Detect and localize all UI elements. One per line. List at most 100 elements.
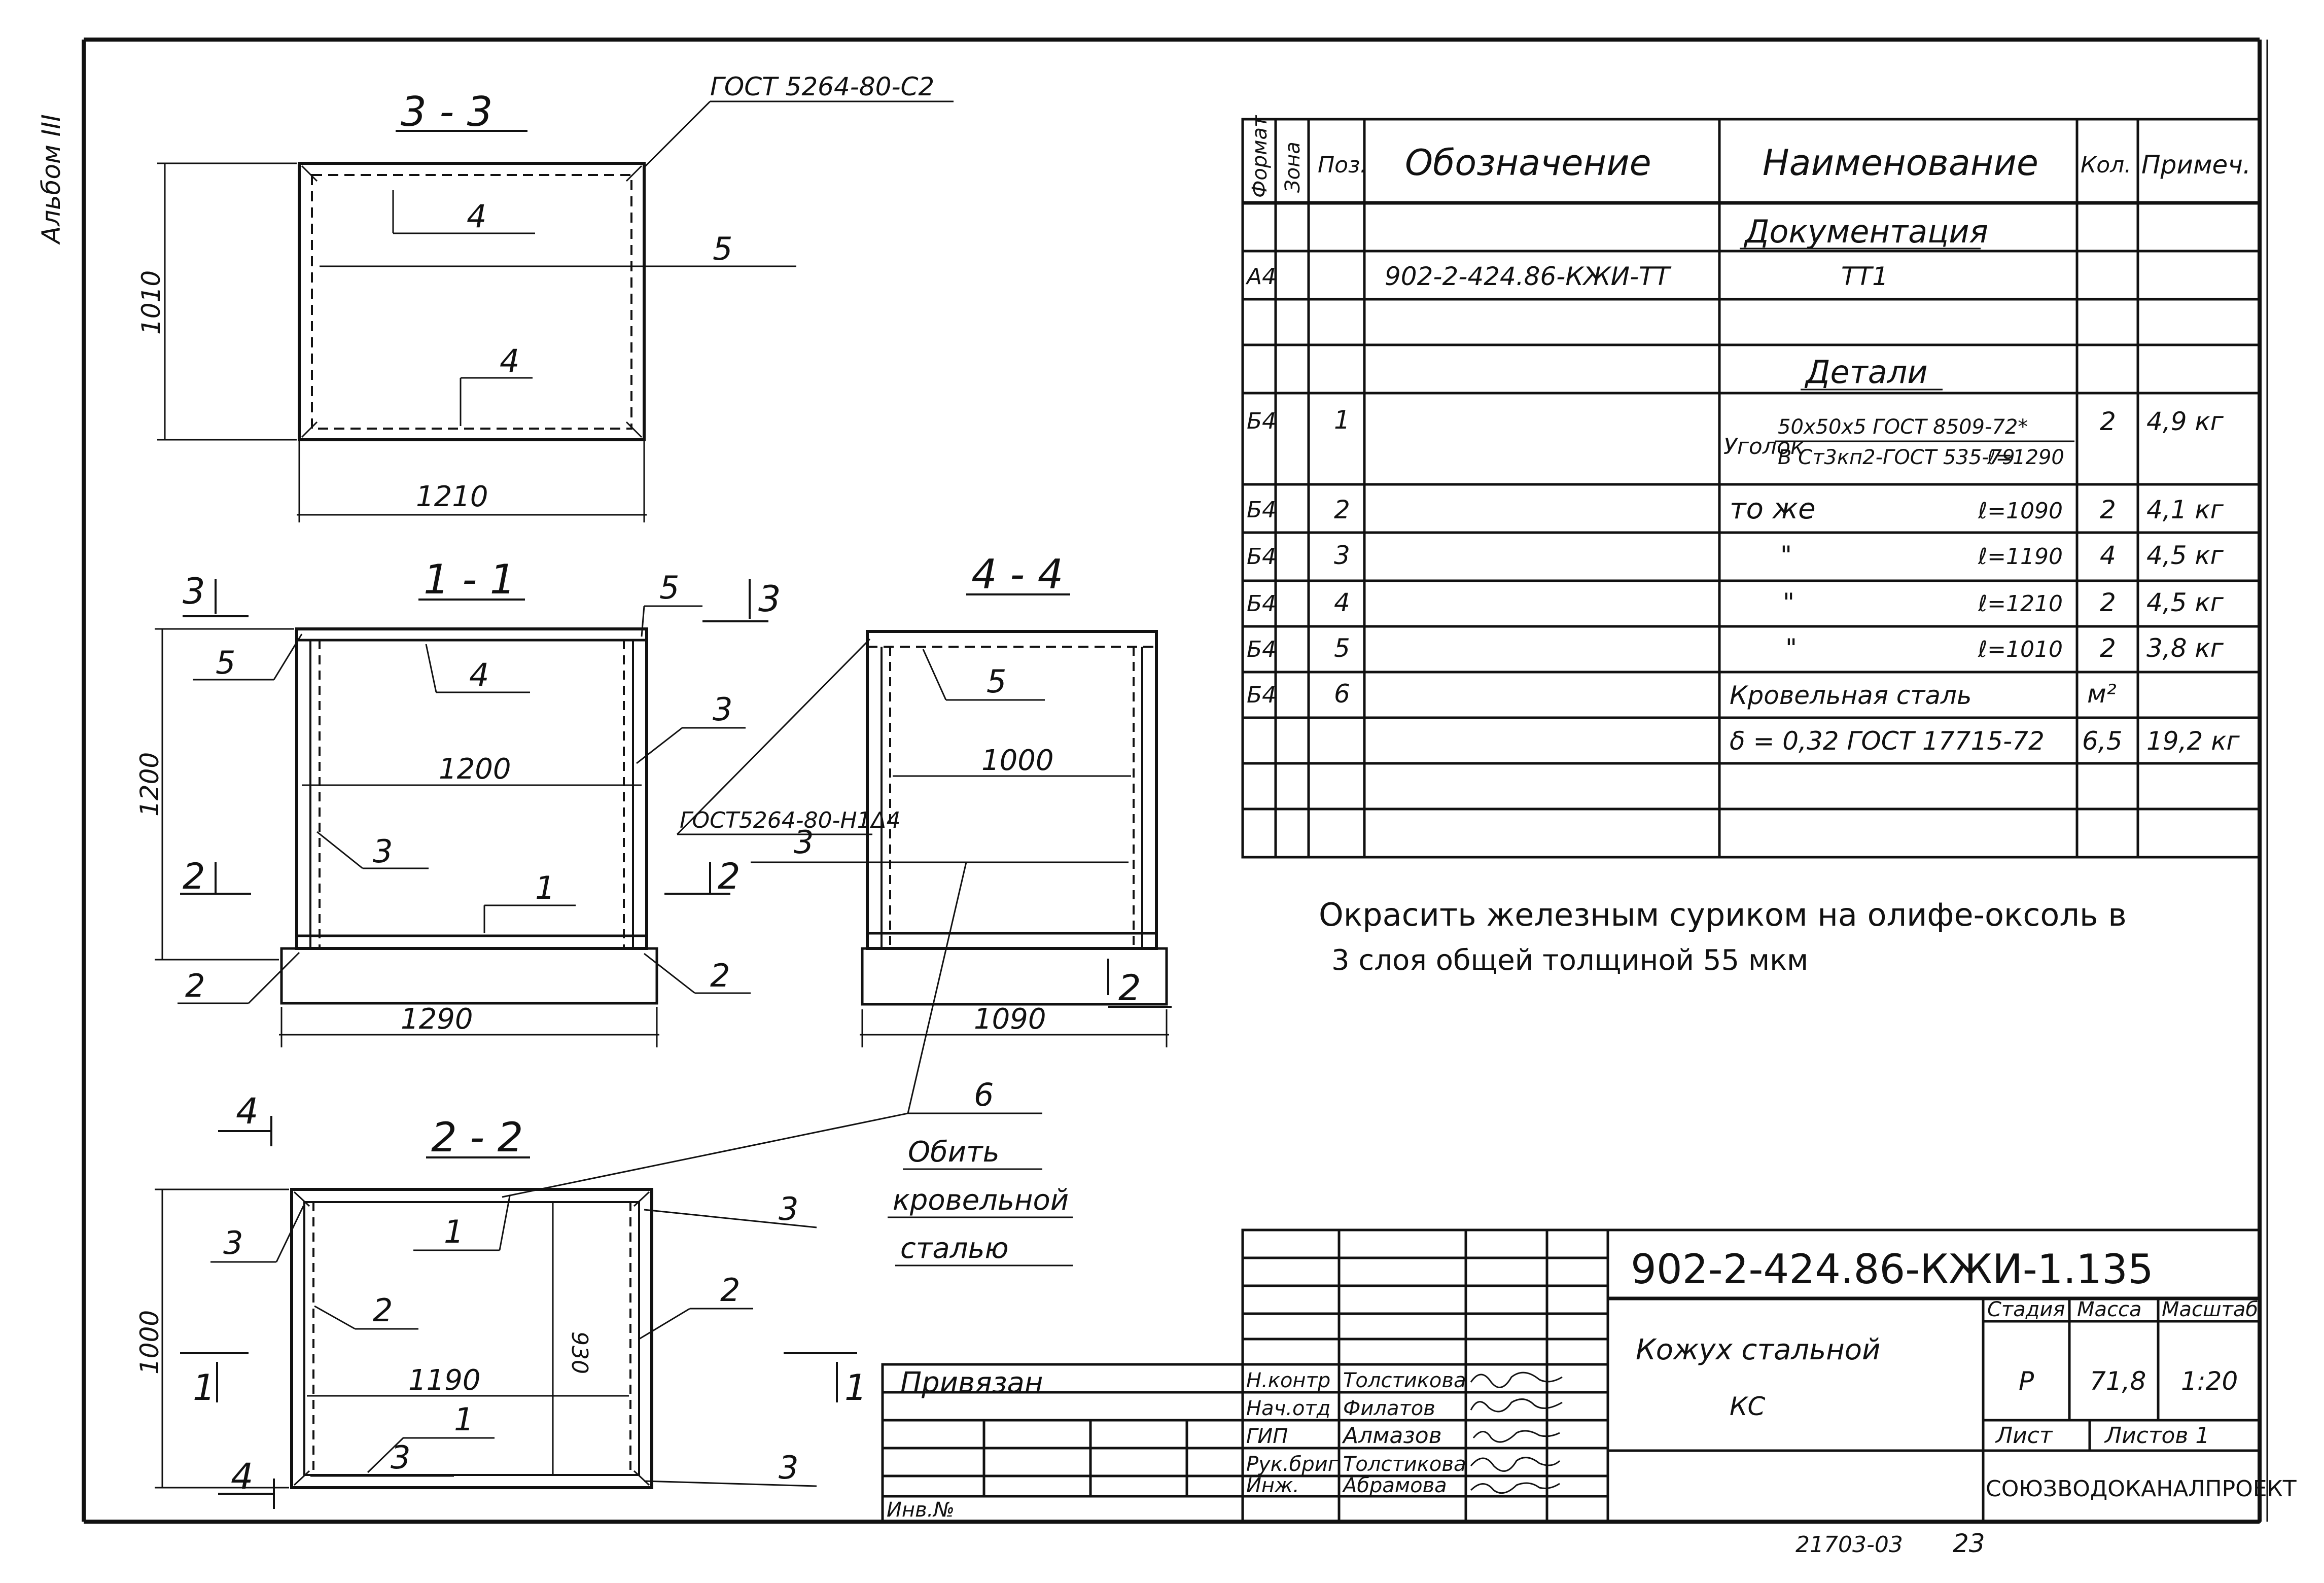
section-2-2-pos-3-right-bottom: 3 (779, 1449, 798, 1486)
section-1-1-pos-4: 4 (469, 656, 489, 693)
signer-4-name: Толстикова (1343, 1453, 1466, 1476)
spec-row-1-name-top: 50х50х5 ГОСТ 8509-72* (1778, 415, 2028, 439)
section-1-1-cut-3-left: 3 (183, 571, 205, 612)
section-2-2-title: 2 - 2 (431, 1114, 523, 1161)
spec-row-2-length: ℓ=1090 (1978, 498, 2063, 524)
section-1-1: 1 - 1 3 3 2 2 5 5 4 3 3 (135, 556, 781, 1047)
section-2-2: 2 - 2 4 4 1 1 3 1 3 2 2 (135, 1090, 867, 1509)
section-3-3-dim-height: 1010 (136, 270, 166, 335)
spec-doc-format: А4 (1245, 264, 1276, 290)
section-4-4-pos-3: 3 (794, 824, 814, 861)
section-2-2-cut-1-right: 1 (844, 1367, 867, 1409)
spec-table (1241, 118, 2261, 859)
section-2-2-dim-inner: 1190 (408, 1364, 481, 1397)
spec-doc-designation: 902-2-424.86-КЖИ-ТТ (1385, 262, 1672, 291)
frame-4-4-body (866, 630, 1158, 950)
title-block-title-line-2: КС (1730, 1392, 1765, 1421)
spec-row-6-format: Б4 (1247, 682, 1276, 708)
spec-row-5-length: ℓ=1010 (1978, 637, 2063, 662)
section-2-2-pos-3-right-top: 3 (779, 1190, 798, 1227)
section-1-1-pos-3-right: 3 (713, 691, 732, 728)
note-6-line-2: кровельной (893, 1184, 1069, 1217)
section-2-2-dim-height: 1000 (135, 1310, 164, 1375)
section-2-2-dim-inner-height: 930 (567, 1331, 592, 1374)
spec-row-1-name: Уголок (1723, 434, 1804, 460)
spec-row-5-pos: 5 (1334, 634, 1350, 663)
section-4-4: 4 - 4 5 1000 ГОСТ5264-80-Н1Δ4 3 2 1090 (676, 551, 1172, 1047)
section-3-3-gost-label: ГОСТ 5264-80-С2 (710, 72, 934, 101)
spec-row-6-name-2: δ = 0,32 ГОСТ 17715-72 (1730, 726, 2045, 756)
section-4-4-title: 4 - 4 (971, 551, 1064, 598)
spec-row-3-length: ℓ=1190 (1978, 544, 2063, 570)
spec-row-5-qty: 2 (2100, 634, 2116, 663)
section-2-2-pos-3-bottom: 3 (391, 1439, 410, 1476)
spec-row-2-pos: 2 (1334, 495, 1350, 524)
title-block-title-line-1: Кожух стальной (1636, 1333, 1880, 1366)
section-2-2-cut-4-bottom: 4 (231, 1456, 254, 1497)
spec-row-3-note: 4,5 кг (2146, 541, 2224, 570)
spec-row-3-pos: 3 (1334, 541, 1350, 570)
section-1-1-dim-base: 1290 (401, 1003, 473, 1036)
spec-row-1-pos: 1 (1334, 405, 1350, 435)
spec-row-5-name: " (1785, 634, 1797, 663)
spec-header-note: Примеч. (2141, 150, 2251, 180)
spec-row-4-name: " (1783, 588, 1794, 617)
title-block-scale-header: Масштаб (2162, 1298, 2258, 1321)
section-3-3-pos-5: 5 (713, 230, 732, 267)
spec-row-1-format: Б4 (1247, 408, 1276, 434)
signatures (1470, 1371, 1563, 1494)
section-1-1-pos-2-left: 2 (185, 967, 205, 1004)
section-2-2-pos-3-left: 3 (223, 1224, 243, 1261)
section-2-2-pos-2-right: 2 (720, 1272, 740, 1309)
signer-5-role: Инж. (1246, 1474, 1299, 1497)
footer-number: 21703-03 (1795, 1532, 1903, 1558)
spec-row-6-qty: 6,5 (2082, 726, 2123, 756)
section-1-1-title: 1 - 1 (424, 556, 516, 603)
spec-group-details: Детали (1804, 354, 1928, 391)
title-block-mass: 71,8 (2090, 1366, 2146, 1396)
section-3-3-pos-4-top: 4 (467, 198, 486, 235)
spec-header-qty: Кол. (2081, 152, 2131, 178)
spec-row-6-name: Кровельная сталь (1730, 681, 1971, 710)
section-2-2-cut-1-left: 1 (193, 1367, 216, 1409)
spec-row-2-qty: 2 (2100, 495, 2116, 524)
section-1-1-dim-inner: 1200 (439, 753, 511, 786)
section-4-4-dim-base: 1090 (974, 1003, 1046, 1036)
spec-header-zone: Зона (1281, 142, 1305, 193)
section-4-4-gost-label: ГОСТ5264-80-Н1Δ4 (680, 807, 901, 833)
note-6-line-3: сталью (900, 1232, 1009, 1265)
spec-row-6-note: 19,2 кг (2146, 726, 2240, 756)
section-1-1-pos-1: 1 (535, 869, 555, 906)
spec-row-1-note: 4,9 кг (2146, 407, 2224, 436)
spec-header-pos: Поз. (1318, 152, 1367, 178)
section-4-4-pos-5: 5 (987, 663, 1006, 700)
section-2-2-pos-1-bottom: 1 (454, 1401, 474, 1438)
title-block-sheets-header: Листов 1 (2104, 1423, 2209, 1449)
title-block-code: 902-2-424.86-КЖИ-1.135 (1631, 1246, 2154, 1293)
frame-1-1-base (280, 947, 658, 1005)
section-2-2-pos-2-left: 2 (373, 1292, 393, 1329)
signer-3-role: ГИП (1246, 1425, 1288, 1448)
frame-3-3-inner (311, 174, 632, 430)
title-block-mass-header: Масса (2077, 1298, 2142, 1321)
spec-row-6-pos: 6 (1334, 679, 1350, 709)
spec-row-2-note: 4,1 кг (2146, 495, 2224, 524)
title-block-stage-header: Стадия (1987, 1298, 2065, 1321)
signer-1-name: Толстикова (1343, 1369, 1466, 1392)
section-3-3-dim-width: 1210 (416, 480, 488, 513)
signer-2-name: Филатов (1343, 1397, 1435, 1420)
frame-3-3-outer (298, 162, 646, 441)
spec-row-2-name: то же (1730, 493, 1816, 525)
signer-4-role: Рук.бриг (1246, 1453, 1339, 1476)
title-block-inv: Инв.№ (887, 1498, 955, 1522)
title-block-tied: Привязан (900, 1366, 1043, 1399)
section-3-3: 3 - 3 ГОСТ 5264-80-С2 4 5 4 1010 1210 (136, 72, 954, 522)
section-3-3-pos-4-bottom: 4 (500, 342, 519, 379)
section-1-1-cut-3-right: 3 (758, 578, 781, 620)
footer-page: 23 (1953, 1529, 1985, 1558)
paint-note-line-1: Окрасить железным суриком на олифе-оксол… (1319, 896, 2127, 933)
signer-5-name: Абрамова (1342, 1474, 1447, 1497)
title-block-organization: СОЮЗВОДОКАНАЛПРОЕКТ (1986, 1476, 2297, 1502)
spec-row-4-length: ℓ=1210 (1978, 591, 2063, 617)
